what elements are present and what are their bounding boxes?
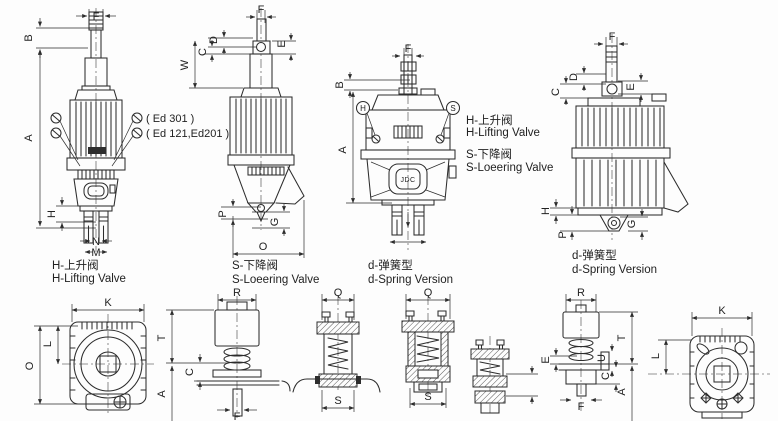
callout-ed121-ed201: ( Ed 121,Ed201 ) (146, 128, 229, 140)
drawing-spring-section-a: Q S (292, 287, 381, 412)
dim-label-o2: O (259, 241, 268, 253)
drawing-spring-version-side-view: F D C E H P G (540, 31, 689, 240)
dim-label-e2: E (276, 40, 288, 47)
caption-3-zh: d-弹簧型 (368, 258, 413, 272)
drawing-spring-version-front-view: JDC H S F B A (334, 43, 461, 250)
caption-lowering-valve: S-下降阀 S-Loeering Valve (232, 258, 319, 286)
caption-2-zh: S-下降阀 (232, 258, 278, 272)
dim-label-p2: P (217, 210, 229, 217)
drawing-top-view-standard: K L O (24, 297, 154, 416)
dim-label-k1: K (104, 297, 112, 309)
legend-lowering-zh: S-下降阀 (466, 147, 512, 161)
dim-label-k7: K (718, 305, 726, 317)
dim-label-c6: C (600, 372, 612, 380)
caption-spring-version-2: d-弹簧型 d-Spring Version (572, 248, 657, 276)
drawing-valve-attachment-lifting: R T C A F (156, 287, 291, 421)
dim-label-h4: H (540, 207, 552, 215)
dim-label-g4: G (626, 220, 638, 229)
drawing-spring-section-b: Q S (401, 287, 455, 408)
legend-lowering-en: S-Loeering Valve (466, 162, 553, 174)
dim-label-f6: F (578, 401, 585, 413)
dim-label-f: F (93, 11, 100, 23)
dim-label-c2b: C (184, 368, 196, 376)
valve-legend: H-上升阀 H-Lifting Valve S-下降阀 S-Loeering V… (466, 113, 553, 174)
caption-2-en: S-Loeering Valve (232, 274, 319, 286)
dim-label-a6: A (616, 388, 628, 396)
dim-label-q3: Q (334, 287, 343, 299)
dim-label-s3: S (334, 395, 341, 407)
legend-lifting-zh: H-上升阀 (466, 113, 513, 127)
dim-label-w: W (179, 59, 191, 70)
dim-label-t2: T (156, 334, 168, 341)
dim-label-d2: D (208, 36, 220, 44)
dim-label-f2b: F (234, 411, 241, 421)
dim-label-c4: C (550, 88, 562, 96)
dim-label-a3: A (337, 146, 349, 154)
callout-ed301: ( Ed 301 ) (146, 113, 194, 125)
dim-label-c2: C (197, 48, 209, 56)
caption-4-en: d-Spring Version (572, 264, 657, 276)
dim-label-f3: F (405, 43, 412, 55)
dim-label-a: A (23, 134, 35, 142)
dim-label-o1: O (24, 361, 36, 370)
dim-label-r6: R (577, 287, 585, 299)
dim-label-b3: B (334, 81, 346, 88)
dim-label-m: M (91, 247, 100, 259)
dim-label-p4: P (557, 231, 569, 238)
dim-label-d4: D (568, 73, 580, 81)
caption-spring-version-1: d-弹簧型 d-Spring Version (368, 258, 453, 286)
caption-lifting-valve: H-上升阀 H-Lifting Valve (52, 258, 126, 285)
dim-label-q4: Q (424, 287, 433, 299)
drawing-valve-attachment-spring: R T A E U C F (540, 287, 638, 421)
legend-lifting-en: H-Lifting Valve (466, 127, 540, 139)
dim-label-r2: R (233, 287, 241, 299)
drawing-lowering-valve-side-view: F D C W E P G O (179, 4, 305, 258)
dim-label-l1: L (42, 341, 54, 347)
dim-label-l7: L (650, 353, 662, 359)
dim-label-b: B (23, 34, 35, 41)
dim-label-f2: F (258, 4, 265, 16)
dim-label-e6: E (540, 356, 552, 363)
drawing-lifting-valve-front-view: ( Ed 301 ) ( Ed 121,Ed201 ) F B A H N M (23, 8, 229, 259)
dim-label-u6: U (596, 354, 608, 362)
dim-label-a2b: A (156, 390, 168, 398)
callout-lowering-valve-s: S (450, 104, 455, 113)
dim-label-t6: T (616, 334, 628, 341)
dim-label-n: N (92, 236, 100, 248)
dim-label-f4: F (609, 31, 616, 43)
caption-4-zh: d-弹簧型 (572, 248, 617, 262)
dim-label-e4: E (625, 83, 637, 90)
dim-label-g2: G (269, 218, 281, 227)
caption-1-en: H-Lifting Valve (52, 273, 126, 285)
caption-1-zh: H-上升阀 (52, 258, 99, 272)
callout-lifting-valve-h: H (360, 104, 366, 113)
caption-3-en: d-Spring Version (368, 274, 453, 286)
drawing-spring-section-small (470, 336, 538, 415)
body-mark-label: JDC (400, 177, 415, 184)
dim-label-s4: S (424, 391, 431, 403)
dim-label-h: H (46, 210, 58, 218)
drawing-top-view-spring: K L (648, 305, 770, 419)
